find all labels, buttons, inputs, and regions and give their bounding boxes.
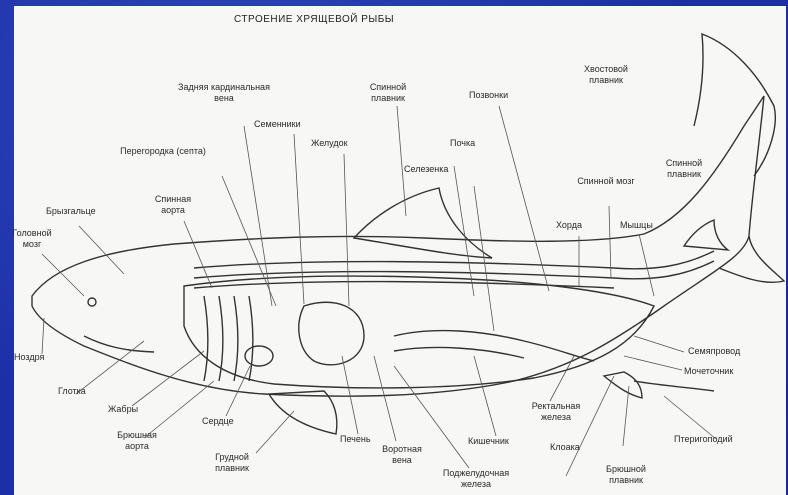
label-pozvonki: Позвонки: [469, 90, 508, 101]
label-semyaprovod: Семяпровод: [688, 346, 740, 357]
label-rektalnaya-zheleza: Ректальная железа: [524, 401, 588, 423]
label-glotka: Глотка: [58, 386, 86, 397]
label-kloaka: Клоака: [550, 442, 580, 453]
label-spinnoy-plavnik-2: Спинной плавник: [654, 158, 714, 180]
label-kishechnik: Кишечник: [468, 436, 509, 447]
label-nozdrya: Ноздря: [14, 352, 44, 363]
label-myshcy: Мышцы: [620, 220, 653, 231]
diagram-panel: СТРОЕНИЕ ХРЯЩЕВОЙ РЫБЫ Задняя кардинальн…: [14, 6, 786, 495]
clasper: [634, 381, 714, 391]
label-horda: Хорда: [556, 220, 582, 231]
label-pterigopodiy: Птеригоподий: [674, 434, 733, 445]
label-spinnoy-plavnik-1: Спинной плавник: [366, 82, 410, 104]
label-golovnoy-mozg: Головной мозг: [6, 228, 58, 250]
label-zadnyaya-kardinalnaya-vena: Задняя кардинальная вена: [174, 82, 274, 104]
second-dorsal-fin: [684, 220, 728, 250]
label-semenniki: Семенники: [254, 119, 301, 130]
shark-anatomy-drawing: [14, 6, 786, 495]
label-grudnoy-plavnik: Грудной плавник: [202, 452, 262, 474]
first-dorsal-fin: [354, 188, 492, 258]
label-selezenka: Селезенка: [404, 164, 448, 175]
label-pochka: Почка: [450, 138, 475, 149]
label-vorotnaya-vena: Воротная вена: [372, 444, 432, 466]
label-pechen: Печень: [340, 434, 371, 445]
label-brizgalce: Брызгальце: [46, 206, 96, 217]
diagram-title: СТРОЕНИЕ ХРЯЩЕВОЙ РЫБЫ: [234, 14, 394, 25]
label-mochetochnik: Мочеточник: [684, 366, 733, 377]
label-serdce: Сердце: [202, 416, 234, 427]
label-bryushnaya-aorta: Брюшная аорта: [106, 430, 168, 452]
label-zheludok: Желудок: [311, 138, 348, 149]
label-spinnoy-mozg: Спинной мозг: [576, 176, 636, 187]
label-bryushnoy-plavnik: Брюшной плавник: [594, 464, 658, 486]
label-spinnaya-aorta: Спинная аорта: [144, 194, 202, 216]
tail-lower-lobe: [719, 236, 784, 282]
label-hvostovoy-plavnik: Хвостовой плавник: [574, 64, 638, 86]
label-podzheludochnaya-zheleza: Поджелудочная железа: [430, 468, 522, 490]
label-zhabry: Жабры: [108, 404, 138, 415]
label-peregorodka-septa: Перегородка (септа): [114, 146, 212, 157]
